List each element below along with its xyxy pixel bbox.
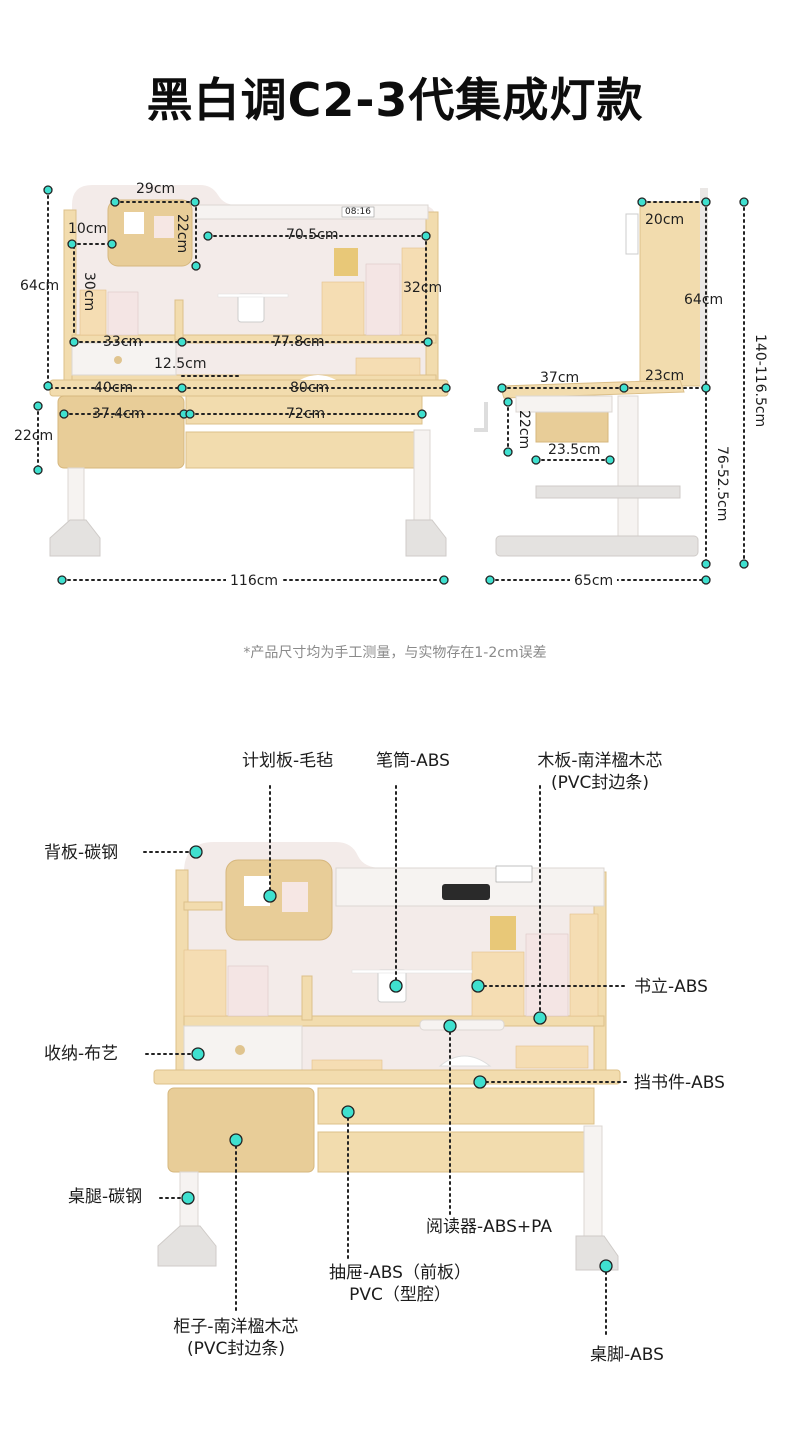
label-planner-board: 计划板-毛毡 (242, 751, 334, 771)
dim-23-5cm: 23.5cm (548, 442, 601, 458)
label-desk-leg: 桌腿-碳钢 (68, 1187, 143, 1207)
label-drawer: 抽屉-ABS（前板） PVC（型腔） (314, 1262, 486, 1306)
dim-64cm-side: 64cm (684, 292, 724, 308)
dim-37cm: 37cm (540, 370, 580, 386)
dim-23cm: 23cm (645, 368, 685, 384)
label-pen-holder: 笔筒-ABS (376, 751, 450, 771)
material-desk-drawing (153, 842, 621, 1271)
dim-height-desk: 76-52.5cm (714, 446, 730, 522)
dim-65cm: 65cm (570, 573, 618, 589)
dim-80cm: 80cm (290, 380, 330, 396)
label-drawer-line1: 抽屉-ABS（前板） (329, 1263, 471, 1283)
lamp-display-time: 08:16 (345, 207, 371, 217)
dim-37-4cm: 37.4cm (92, 406, 145, 422)
label-bookend: 书立-ABS (634, 977, 708, 997)
dim-64cm: 64cm (20, 278, 60, 294)
dim-12-5cm: 12.5cm (154, 356, 207, 372)
dim-32cm: 32cm (403, 280, 443, 296)
dim-40cm: 40cm (94, 380, 134, 396)
measurement-note: *产品尺寸均为手工测量，与实物存在1-2cm误差 (243, 645, 547, 661)
dim-33cm: 33cm (103, 334, 143, 350)
dim-22cm-drawer: 22cm (14, 428, 54, 444)
label-wood-board: 木板-南洋楹木芯 (PVC封边条) (520, 750, 680, 794)
page-title: 黑白调C2-3代集成灯款 (146, 73, 644, 127)
label-wood-board-line1: 木板-南洋楹木芯 (537, 751, 663, 771)
dim-22cm-side: 22cm (516, 410, 532, 450)
dim-77-8cm: 77.8cm (272, 334, 325, 350)
side-dimension-lines (485, 197, 749, 585)
material-leader-lines (143, 785, 627, 1337)
dim-10cm: 10cm (68, 221, 108, 237)
dim-height-total: 140-116.5cm (752, 334, 768, 428)
label-wood-board-line2: (PVC封边条) (550, 773, 649, 793)
dim-116cm: 116cm (226, 573, 283, 589)
dim-22cm-board: 22cm (174, 214, 190, 254)
dim-20cm: 20cm (645, 212, 685, 228)
label-foot: 桌脚-ABS (590, 1345, 664, 1365)
label-cabinet: 柜子-南洋楹木芯 (PVC封边条) (150, 1316, 322, 1360)
label-drawer-line2: PVC（型腔） (349, 1285, 451, 1305)
dim-70-5cm: 70.5cm (286, 227, 339, 243)
dim-72cm: 72cm (286, 406, 326, 422)
dim-30cm: 30cm (81, 272, 97, 312)
label-storage: 收纳-布艺 (44, 1044, 119, 1064)
dim-29cm: 29cm (136, 181, 176, 197)
label-cabinet-line2: (PVC封边条) (186, 1339, 285, 1359)
label-cabinet-line1: 柜子-南洋楹木芯 (173, 1317, 299, 1337)
label-reader: 阅读器-ABS+PA (426, 1217, 552, 1237)
label-back-panel: 背板-碳钢 (44, 843, 119, 863)
label-book-stopper: 挡书件-ABS (634, 1073, 725, 1093)
